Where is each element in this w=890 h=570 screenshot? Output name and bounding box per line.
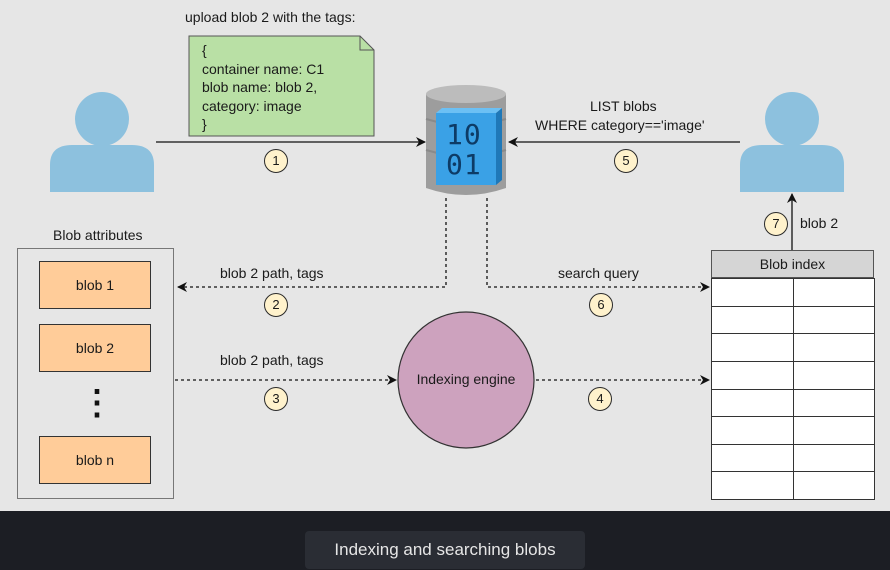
note-line: category: image — [202, 97, 302, 114]
step-marker: 1 — [264, 149, 288, 173]
user-left-icon — [50, 92, 154, 192]
blob-index-cell — [711, 416, 794, 445]
db-digits-top: 10 — [446, 118, 482, 151]
figure-caption: Indexing and searching blobs — [305, 531, 585, 569]
blob-item: blob n — [39, 436, 151, 484]
blob-index-header: Blob index — [711, 250, 874, 278]
connector-layer — [50, 35, 844, 449]
blob-index-cell — [793, 278, 875, 307]
blob-index-cell — [711, 305, 794, 335]
step-marker: 3 — [264, 387, 288, 411]
note-line: { — [202, 42, 207, 58]
step-marker: 6 — [589, 293, 613, 317]
blob-index-cell — [793, 388, 875, 418]
blob-index-cell — [711, 278, 794, 307]
note-line: blob name: blob 2, — [202, 79, 318, 95]
blob-index-cell — [711, 471, 794, 500]
blob-index-cell — [711, 388, 794, 418]
step-marker: 7 — [764, 212, 788, 236]
db-digits-bottom: 01 — [446, 148, 482, 181]
blob-item: blob 2 — [39, 324, 151, 372]
blob-index-cell — [793, 416, 875, 445]
edge-result-label: blob 2 — [800, 215, 839, 231]
blob-ellipsis: ⋮ — [80, 384, 114, 422]
indexing-engine-shape — [397, 311, 535, 449]
blob-attributes-panel — [17, 248, 174, 499]
tags-note-shape — [188, 35, 375, 137]
blob-attributes-title: Blob attributes — [53, 227, 143, 243]
step-marker: 2 — [264, 293, 288, 317]
blob-index-cell — [711, 333, 794, 362]
edge-blob-path-label: blob 2 path, tags — [220, 265, 324, 281]
edge-search-query-label: search query — [558, 265, 639, 281]
indexing-engine-label: Indexing engine — [416, 371, 516, 387]
blob-index-cell — [793, 360, 875, 390]
upload-title: upload blob 2 with the tags: — [185, 9, 356, 25]
blob-index-cell — [711, 360, 794, 390]
list-query-line1: LIST blobs — [590, 98, 657, 114]
user-right-icon — [740, 92, 844, 192]
blob-index-cell — [793, 443, 875, 473]
edge-search-query-arrow — [486, 198, 710, 292]
blob-item: blob 1 — [39, 261, 151, 309]
edge-to-engine-label: blob 2 path, tags — [220, 352, 324, 368]
step-marker: 5 — [614, 149, 638, 173]
note-line: container name: C1 — [202, 60, 325, 77]
blob-index-cell — [793, 471, 875, 500]
note-line: } — [202, 116, 207, 132]
blob-index-cell — [793, 333, 875, 362]
database-icon — [425, 85, 507, 195]
list-query-line2: WHERE category=='image' — [535, 117, 705, 133]
blob-index-cell — [711, 443, 794, 473]
step-marker: 4 — [588, 387, 612, 411]
tags-note: { container name: C1 blob name: blob 2, … — [202, 41, 324, 134]
blob-index-cell — [793, 305, 875, 335]
diagram-canvas: upload blob 2 with the tags: { container… — [0, 0, 890, 511]
